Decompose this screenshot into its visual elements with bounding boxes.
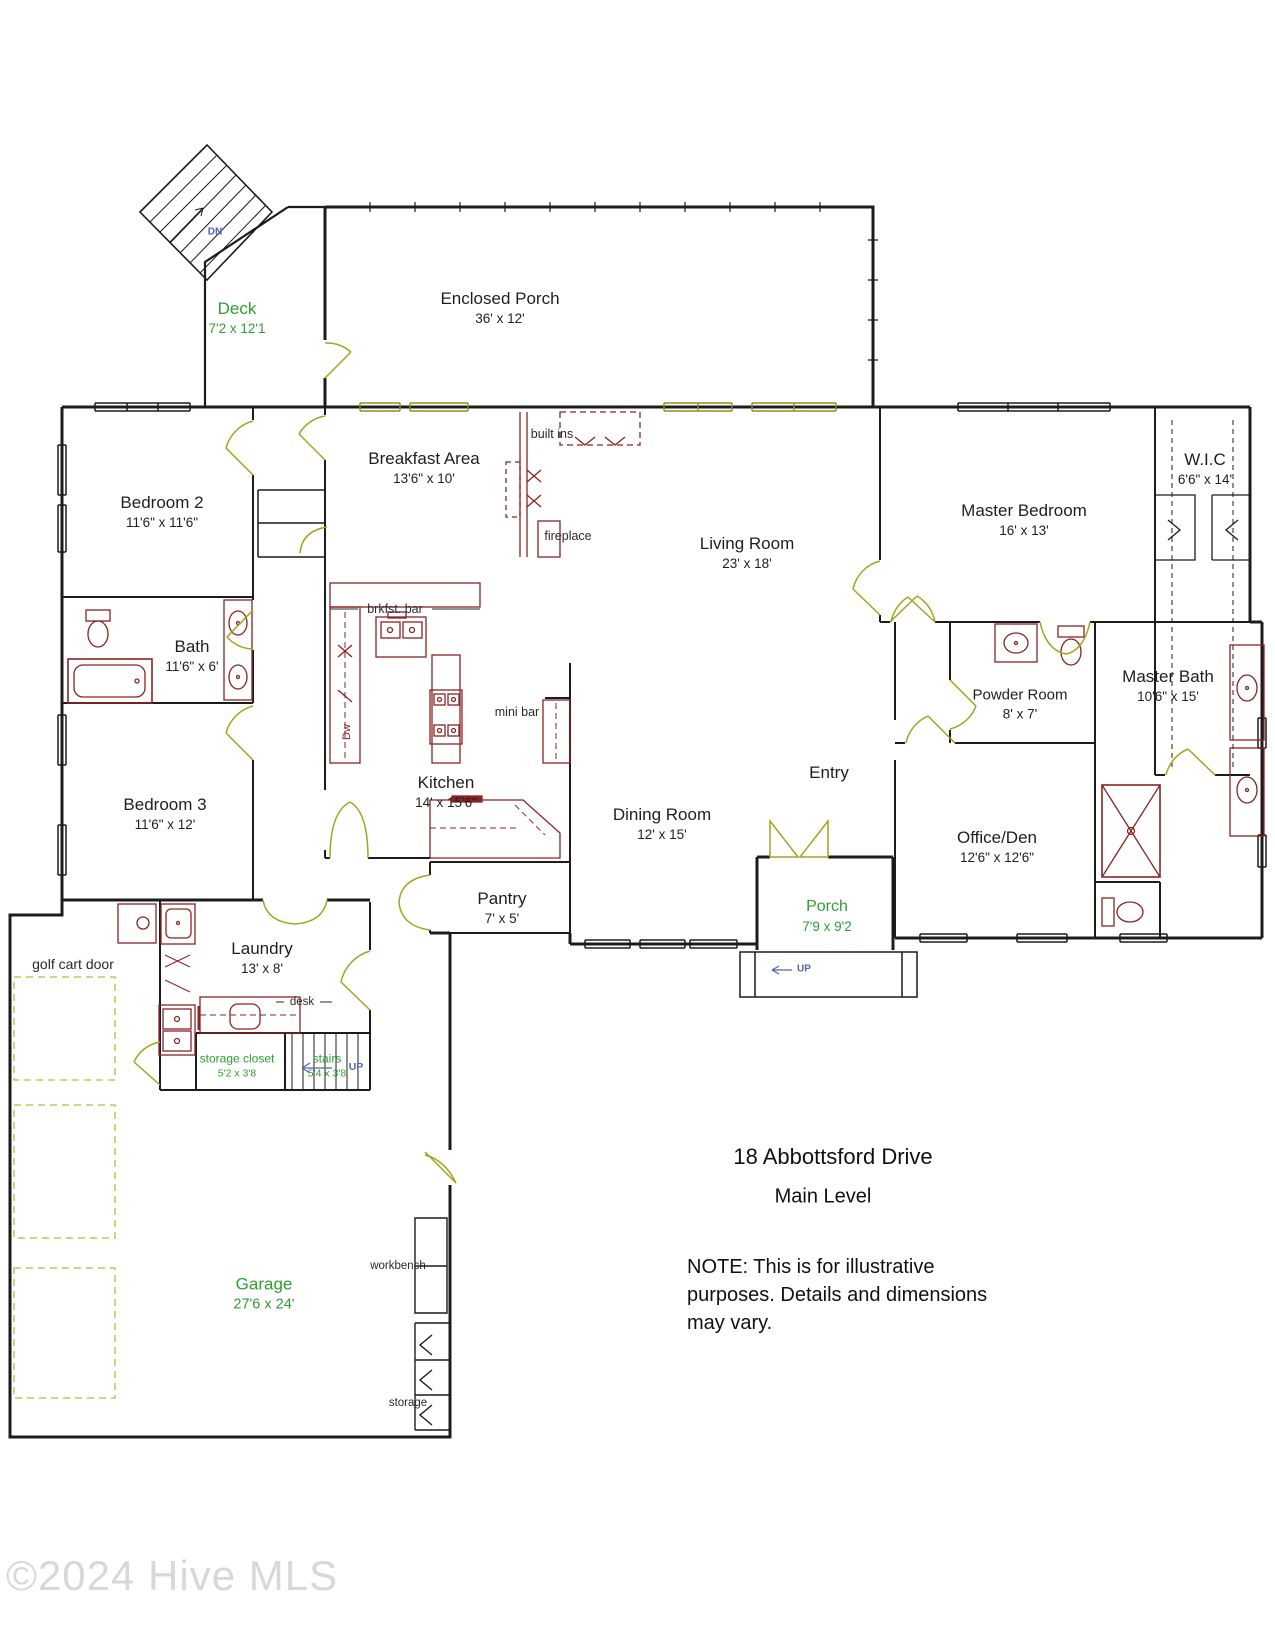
stairs-up-label: UP bbox=[348, 1061, 364, 1073]
room-label-bedroom3: Bedroom 3 11'6" x 12' bbox=[123, 795, 207, 833]
windows-black bbox=[57, 402, 1267, 949]
mini-bar-counter bbox=[542, 699, 571, 764]
hall-top-door bbox=[298, 415, 326, 461]
laundry-double-door bbox=[262, 899, 328, 925]
room-label-master-bath: Master Bath 10'6" x 15' bbox=[1122, 667, 1214, 705]
built-ins-cabinet bbox=[559, 411, 641, 446]
room-label-pantry: Pantry 7' x 5' bbox=[477, 889, 527, 927]
storage-closet-door bbox=[133, 1041, 161, 1086]
laundry-east-door bbox=[340, 950, 371, 1011]
toilet bbox=[85, 609, 111, 622]
room-label-bath: Bath 11'6" x 6' bbox=[165, 637, 219, 675]
room-label-dining: Dining Room 12' x 15' bbox=[612, 805, 712, 843]
workbench-label: workbench bbox=[370, 1260, 426, 1272]
room-label-stairs: stairs 5'4 x 3'8 bbox=[307, 1051, 347, 1079]
kitchen-right-cabinets bbox=[431, 654, 461, 764]
desk-label: desk bbox=[289, 996, 315, 1008]
doors bbox=[133, 342, 1216, 1184]
room-label-kitchen: Kitchen 14' x 15'6" bbox=[415, 773, 477, 811]
dishwasher-label: Dw bbox=[341, 724, 353, 740]
mini-bar-label: mini bar bbox=[494, 705, 540, 719]
bath-vanity bbox=[223, 599, 253, 701]
fixtures bbox=[67, 411, 1265, 1056]
bedroom3-door bbox=[225, 705, 254, 761]
porch-steps bbox=[739, 951, 918, 998]
plan-note-line2: purposes. Details and dimensions bbox=[687, 1284, 988, 1306]
master-bedroom-door bbox=[889, 595, 936, 623]
room-label-master-bedroom: Master Bedroom 16' x 13' bbox=[961, 501, 1087, 539]
powder-door bbox=[949, 679, 977, 730]
chimney bbox=[519, 412, 528, 557]
direction-arrows bbox=[301, 965, 792, 1074]
pantry-double-door bbox=[398, 874, 431, 931]
room-label-breakfast: Breakfast Area 13'6" x 10' bbox=[368, 449, 480, 487]
room-label-storage-closet: storage closet 5'2 x 3'8 bbox=[199, 1051, 275, 1079]
room-label-wic: W.I.C 6'6" x 14' bbox=[1177, 450, 1233, 488]
room-label-entry: Entry bbox=[809, 762, 849, 782]
closet-door bbox=[299, 526, 328, 554]
room-label-deck: Deck 7'2 x 12'1 bbox=[208, 299, 266, 337]
room-label-bedroom2: Bedroom 2 11'6" x 11'6" bbox=[120, 493, 204, 531]
plan-level: Main Level bbox=[774, 1185, 872, 1208]
room-label-powder: Powder Room 8' x 7' bbox=[972, 686, 1068, 721]
stair-treads bbox=[291, 1033, 359, 1090]
plan-note: NOTE: This is for illustrative purposes.… bbox=[687, 1253, 987, 1337]
master-bath-hall-doors bbox=[1039, 621, 1091, 655]
porch-up-label: UP bbox=[797, 963, 811, 975]
mls-watermark: ©2024 Hive MLS bbox=[6, 1552, 339, 1599]
deck-door bbox=[324, 342, 352, 379]
kitchen-left-cabinets bbox=[329, 606, 361, 764]
wic-closets bbox=[1155, 420, 1250, 770]
master-hall-door bbox=[852, 560, 881, 616]
leader-lines bbox=[276, 608, 480, 1003]
garage-entry-door bbox=[424, 1151, 457, 1184]
room-label-office: Office/Den 12'6" x 12'6" bbox=[956, 828, 1038, 866]
room-label-living: Living Room 23' x 18' bbox=[699, 534, 795, 572]
room-label-garage: Garage 27'6 x 24' bbox=[233, 1274, 295, 1313]
wic-door bbox=[1165, 748, 1216, 776]
plan-note-line1: NOTE: This is for illustrative bbox=[687, 1256, 935, 1278]
range bbox=[429, 689, 463, 745]
room-label-enclosed-porch: Enclosed Porch 36' x 12' bbox=[440, 289, 560, 327]
fireplace-label: fireplace bbox=[544, 529, 592, 543]
entry-double-door bbox=[769, 818, 829, 858]
windows-olive bbox=[359, 402, 837, 412]
garage-door-dashes bbox=[13, 976, 116, 1399]
deck-dn-label: DN bbox=[207, 226, 223, 238]
office-door bbox=[905, 715, 956, 744]
bathtub bbox=[67, 658, 153, 704]
room-label-laundry: Laundry 13' x 8' bbox=[231, 939, 293, 977]
storage-label: storage bbox=[388, 1397, 428, 1409]
kitchen-corner-counter bbox=[429, 799, 561, 859]
plan-address: 18 Abbottsford Drive bbox=[733, 1144, 933, 1169]
bedroom2-door bbox=[225, 420, 254, 476]
desk-chair bbox=[229, 1003, 261, 1030]
plan-note-line3: may vary. bbox=[687, 1312, 773, 1334]
kitchen-sink-island bbox=[375, 616, 427, 658]
built-ins-label: built ins bbox=[530, 427, 574, 441]
deck-stairs bbox=[138, 143, 274, 282]
outer-walls bbox=[8, 205, 1264, 1439]
garage-builtins bbox=[414, 1217, 450, 1431]
kitchen-hall-door bbox=[329, 801, 369, 859]
mbath-toilet bbox=[1116, 901, 1144, 923]
shower bbox=[1101, 784, 1161, 878]
bath-door bbox=[226, 609, 254, 650]
firebox bbox=[537, 520, 561, 558]
mbath-vanity-2 bbox=[1229, 747, 1265, 837]
porch-screen-ticks bbox=[369, 202, 878, 361]
breakfast-bar-counter bbox=[329, 582, 481, 608]
room-label-porch: Porch 7'9 x 9'2 bbox=[802, 897, 852, 934]
mbath-vanity-1 bbox=[1229, 644, 1265, 741]
washer bbox=[160, 903, 196, 945]
powder-vanity bbox=[994, 623, 1038, 663]
utility-box bbox=[117, 903, 157, 944]
golf-cart-door-label: golf cart door bbox=[32, 956, 114, 972]
laundry-sink bbox=[158, 1004, 196, 1056]
breakfast-bar-label: brkfst. bar bbox=[367, 602, 423, 616]
